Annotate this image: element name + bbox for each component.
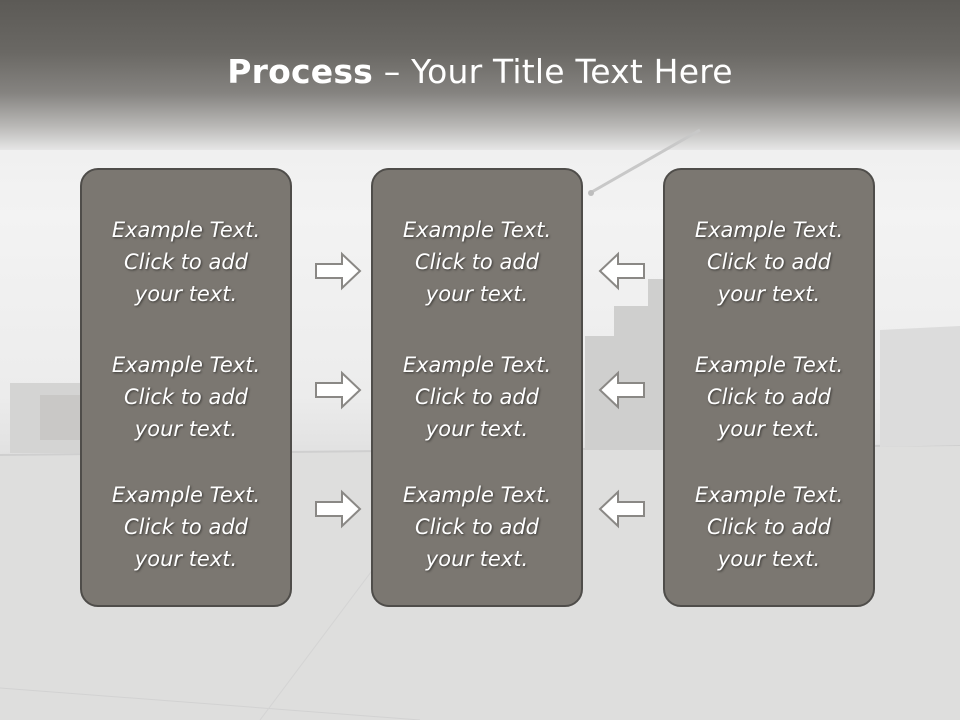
right-text-3[interactable]: Example Text. Click to add your text.	[694, 483, 844, 571]
center-text-2[interactable]: Example Text. Click to add your text.	[402, 353, 552, 441]
left-text-1[interactable]: Example Text. Click to add your text.	[111, 218, 261, 306]
title-bold: Process	[227, 52, 374, 91]
arrow-left-icon	[598, 370, 645, 410]
header-band	[0, 0, 960, 150]
arrow-left-icon	[598, 489, 645, 529]
center-text-1[interactable]: Example Text. Click to add your text.	[402, 218, 552, 306]
arrow-left-icon	[598, 251, 645, 291]
right-text-1[interactable]: Example Text. Click to add your text.	[694, 218, 844, 306]
panel-right[interactable]: Example Text. Click to add your text. Ex…	[663, 168, 875, 607]
arrow-right-icon	[315, 251, 362, 291]
panel-left[interactable]: Example Text. Click to add your text. Ex…	[80, 168, 292, 607]
center-text-3[interactable]: Example Text. Click to add your text.	[402, 483, 552, 571]
left-text-2[interactable]: Example Text. Click to add your text.	[111, 353, 261, 441]
arrow-right-icon	[315, 489, 362, 529]
title-rest: – Your Title Text Here	[373, 52, 733, 91]
right-text-2[interactable]: Example Text. Click to add your text.	[694, 353, 844, 441]
left-text-3[interactable]: Example Text. Click to add your text.	[111, 483, 261, 571]
slide-title[interactable]: Process – Your Title Text Here	[0, 52, 960, 91]
arrow-right-icon	[315, 370, 362, 410]
panel-center[interactable]: Example Text. Click to add your text. Ex…	[371, 168, 583, 607]
